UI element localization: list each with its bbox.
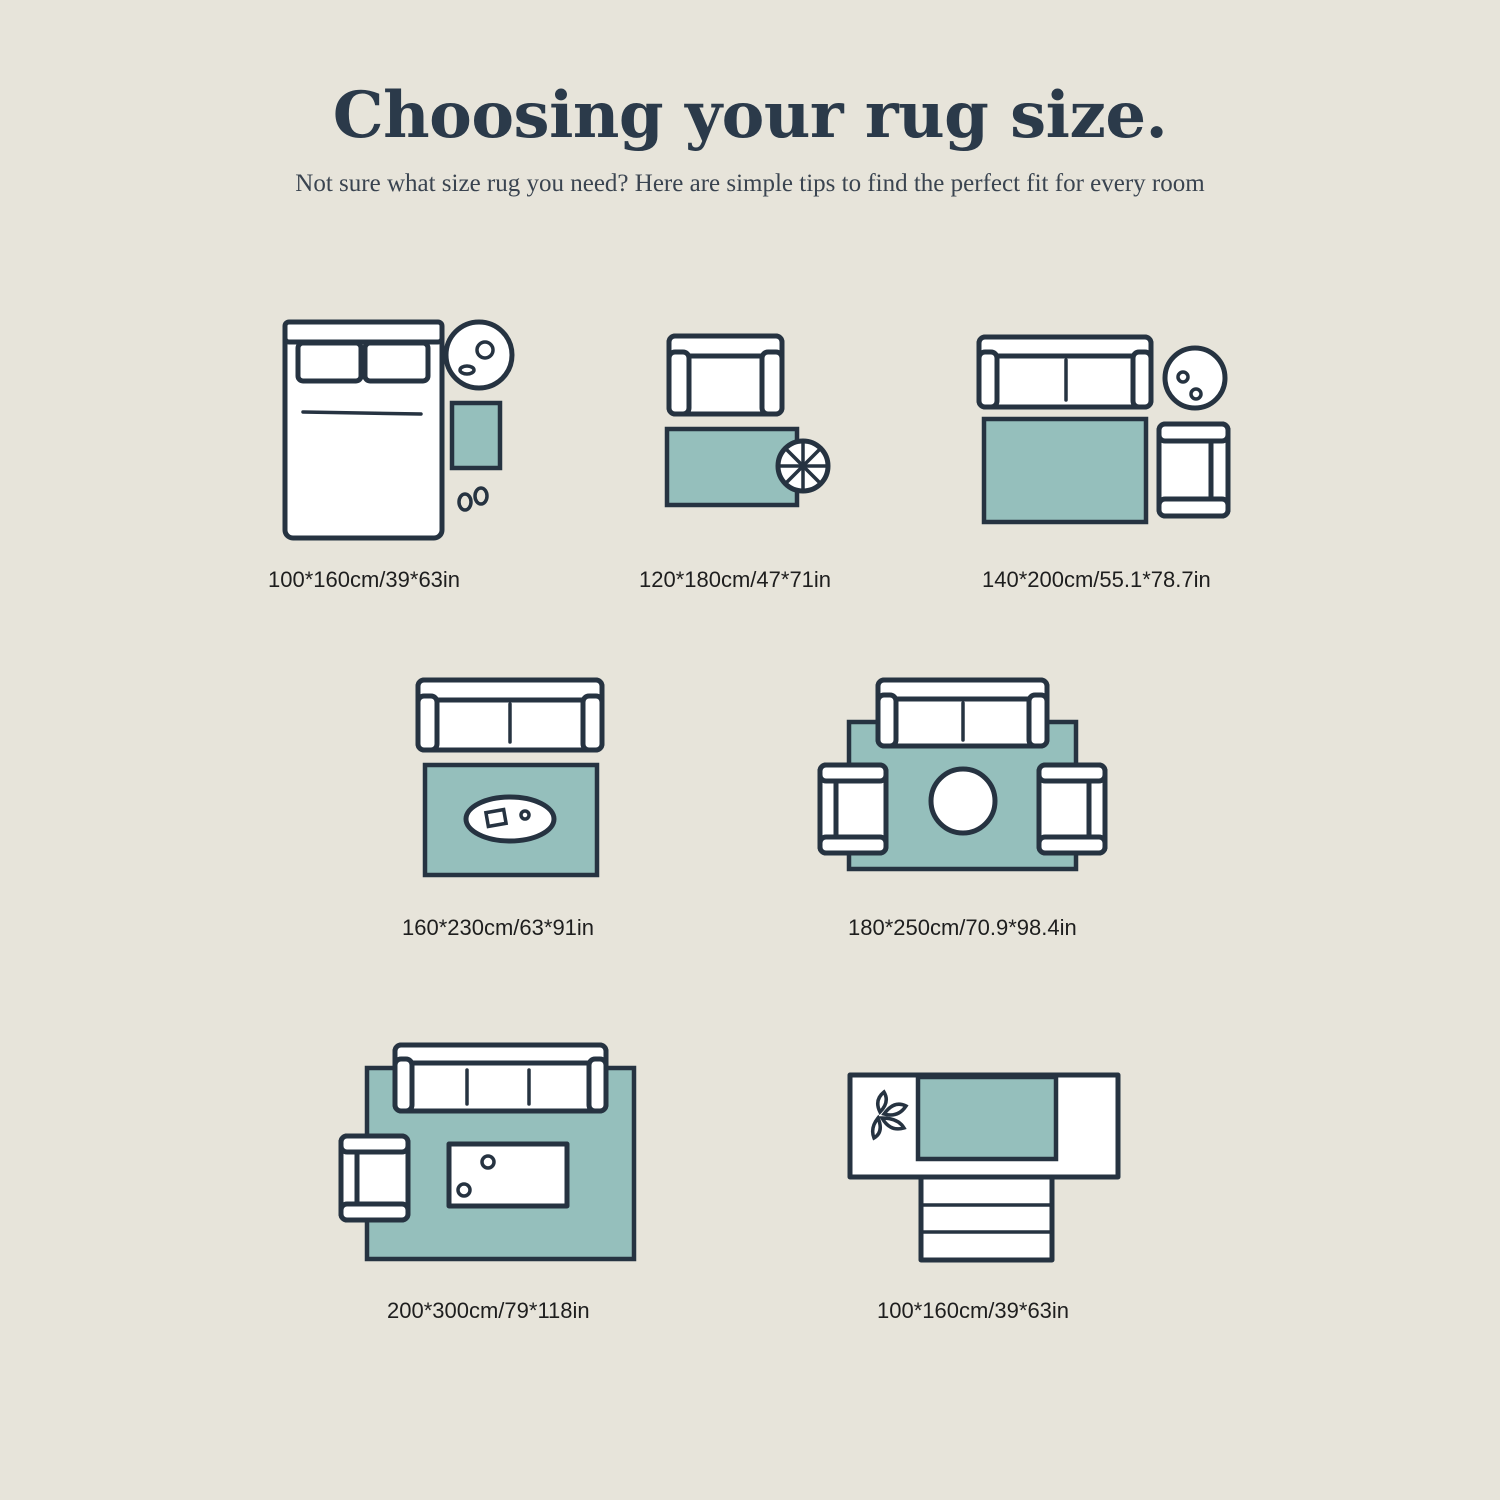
entry-rug (915, 1074, 1059, 1162)
sofa-coffee-table-illustration (415, 677, 605, 878)
entryway-illustration (847, 1072, 1121, 1263)
headboard-icon (282, 319, 445, 345)
size-label-4: 160*230cm/63*91in (402, 915, 595, 940)
bedroom-illustration (282, 319, 515, 541)
size-label-1: 100*160cm/39*63in (268, 567, 461, 592)
armchair-illustration (664, 333, 831, 508)
medium-rug (981, 416, 1149, 525)
page-title: Choosing your rug size. (332, 78, 1168, 153)
bedside-rug (449, 400, 503, 471)
sofa-chair-illustration (976, 334, 1231, 525)
size-label-5: 180*250cm/70.9*98.4in (848, 915, 1077, 940)
page-subtitle: Not sure what size rug you need? Here ar… (295, 170, 1205, 197)
size-label-6: 200*300cm/79*118in (387, 1298, 590, 1323)
stairs-icon (918, 1174, 1055, 1263)
pillow-right-icon (362, 340, 431, 384)
pillow-left-icon (295, 340, 364, 384)
coffee-table-icon (463, 794, 557, 844)
round-coffee-table-icon (928, 766, 998, 836)
size-label-3: 140*200cm/55.1*78.7in (982, 567, 1211, 592)
large-living-room-illustration (338, 1042, 637, 1262)
size-label-2: 120*180cm/47*71in (639, 567, 832, 592)
size-label-7: 100*160cm/39*63in (877, 1298, 1070, 1323)
round-table-icon (1162, 345, 1228, 411)
sofa-two-chairs-illustration (817, 677, 1108, 872)
